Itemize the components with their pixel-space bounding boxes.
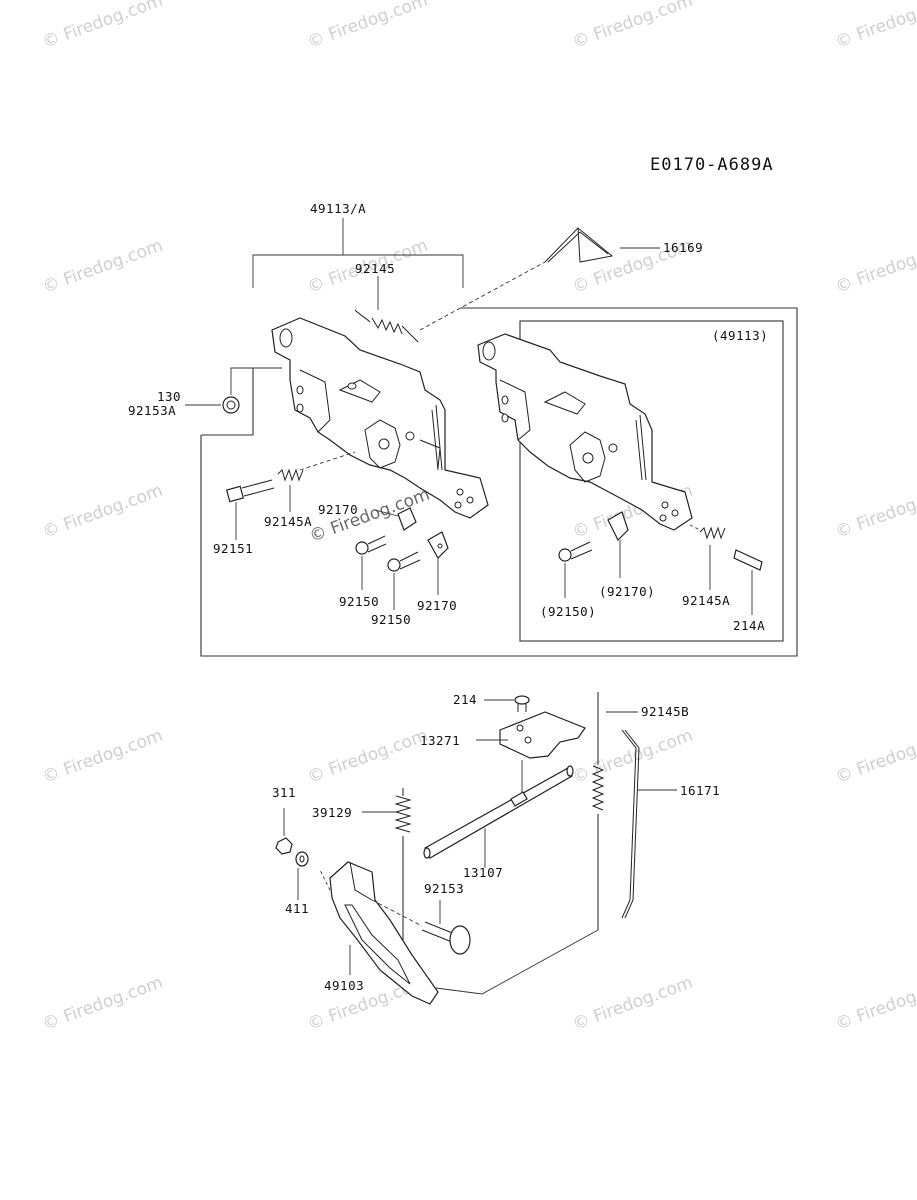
label-214A: 214A xyxy=(733,618,765,633)
rod-16171 xyxy=(621,729,677,919)
link-rod-16169 xyxy=(419,227,660,331)
watermark: © Firedog.com xyxy=(40,973,166,1035)
label-311: 311 xyxy=(272,785,296,800)
label-92150-inset: (92150) xyxy=(540,604,596,619)
inset-title: (49113) xyxy=(712,328,768,343)
label-16169: 16169 xyxy=(663,240,703,255)
label-92145: 92145 xyxy=(355,261,395,276)
label-92170-upper: 92170 xyxy=(318,502,358,517)
bolt-92150-a xyxy=(355,535,387,590)
watermark: © Firedog.com xyxy=(40,236,166,298)
spring-39129 xyxy=(362,788,412,944)
watermark: © Firedog.com xyxy=(305,0,431,53)
label-92153A: 92153A xyxy=(128,403,176,418)
pin-92153 xyxy=(371,899,471,955)
bolt-92151 xyxy=(225,479,275,540)
label-92170-inset: (92170) xyxy=(599,584,655,599)
watermark: © Firedog.com xyxy=(40,0,166,53)
watermark: © Firedog.com xyxy=(40,726,166,788)
label-92145A-left: 92145A xyxy=(264,514,312,529)
watermark: © Firedog.com xyxy=(570,0,696,53)
spring-92145B xyxy=(591,692,638,930)
upper-assembly-frame xyxy=(200,218,798,657)
watermark: © Firedog.com xyxy=(833,973,917,1035)
spring-92145 xyxy=(354,276,419,343)
watermark: © Firedog.com xyxy=(305,726,431,788)
watermark: © Firedog.com xyxy=(40,481,166,543)
bolt-92153A xyxy=(185,367,282,414)
clip-92170-lower xyxy=(427,531,449,595)
label-214: 214 xyxy=(453,692,477,707)
watermark: © Firedog.com xyxy=(833,0,917,53)
label-13107: 13107 xyxy=(463,865,503,880)
label-39129: 39129 xyxy=(312,805,352,820)
clip-92170-upper xyxy=(374,507,417,531)
lever-49103 xyxy=(319,861,599,1005)
watermark: © Firedog.com xyxy=(570,973,696,1035)
inset-frame xyxy=(519,320,784,642)
shaft-13107 xyxy=(423,765,574,868)
label-92170-lower: 92170 xyxy=(417,598,457,613)
nut-311 xyxy=(275,808,293,855)
label-92145B: 92145B xyxy=(641,704,689,719)
washer-411 xyxy=(295,851,309,900)
label-92150-b: 92150 xyxy=(371,612,411,627)
label-13271: 13271 xyxy=(420,733,460,748)
label-92150-a: 92150 xyxy=(339,594,379,609)
watermark: © Firedog.com xyxy=(833,236,917,298)
label-16171: 16171 xyxy=(680,783,720,798)
plate-13271 xyxy=(476,711,586,795)
diagram-code: E0170-A689A xyxy=(650,155,774,175)
spring-92145A-left xyxy=(277,451,356,512)
part-labels: 49113/A 16169 92145 130 92153A 92145A 92… xyxy=(128,201,765,993)
inset-bracket-assembly xyxy=(477,333,763,615)
watermark: © Firedog.com xyxy=(570,726,696,788)
label-411: 411 xyxy=(285,901,309,916)
label-92151: 92151 xyxy=(213,541,253,556)
label-49113A: 49113/A xyxy=(310,201,366,216)
bolt-92150-b xyxy=(387,551,421,610)
label-130: 130 xyxy=(157,389,181,404)
label-49103: 49103 xyxy=(324,978,364,993)
watermark: © Firedog.com xyxy=(833,726,917,788)
screw-214 xyxy=(484,695,530,712)
control-bracket-assembly xyxy=(271,317,489,519)
label-92145A-inset: 92145A xyxy=(682,593,730,608)
label-92153: 92153 xyxy=(424,881,464,896)
watermark: © Firedog.com xyxy=(833,481,917,543)
